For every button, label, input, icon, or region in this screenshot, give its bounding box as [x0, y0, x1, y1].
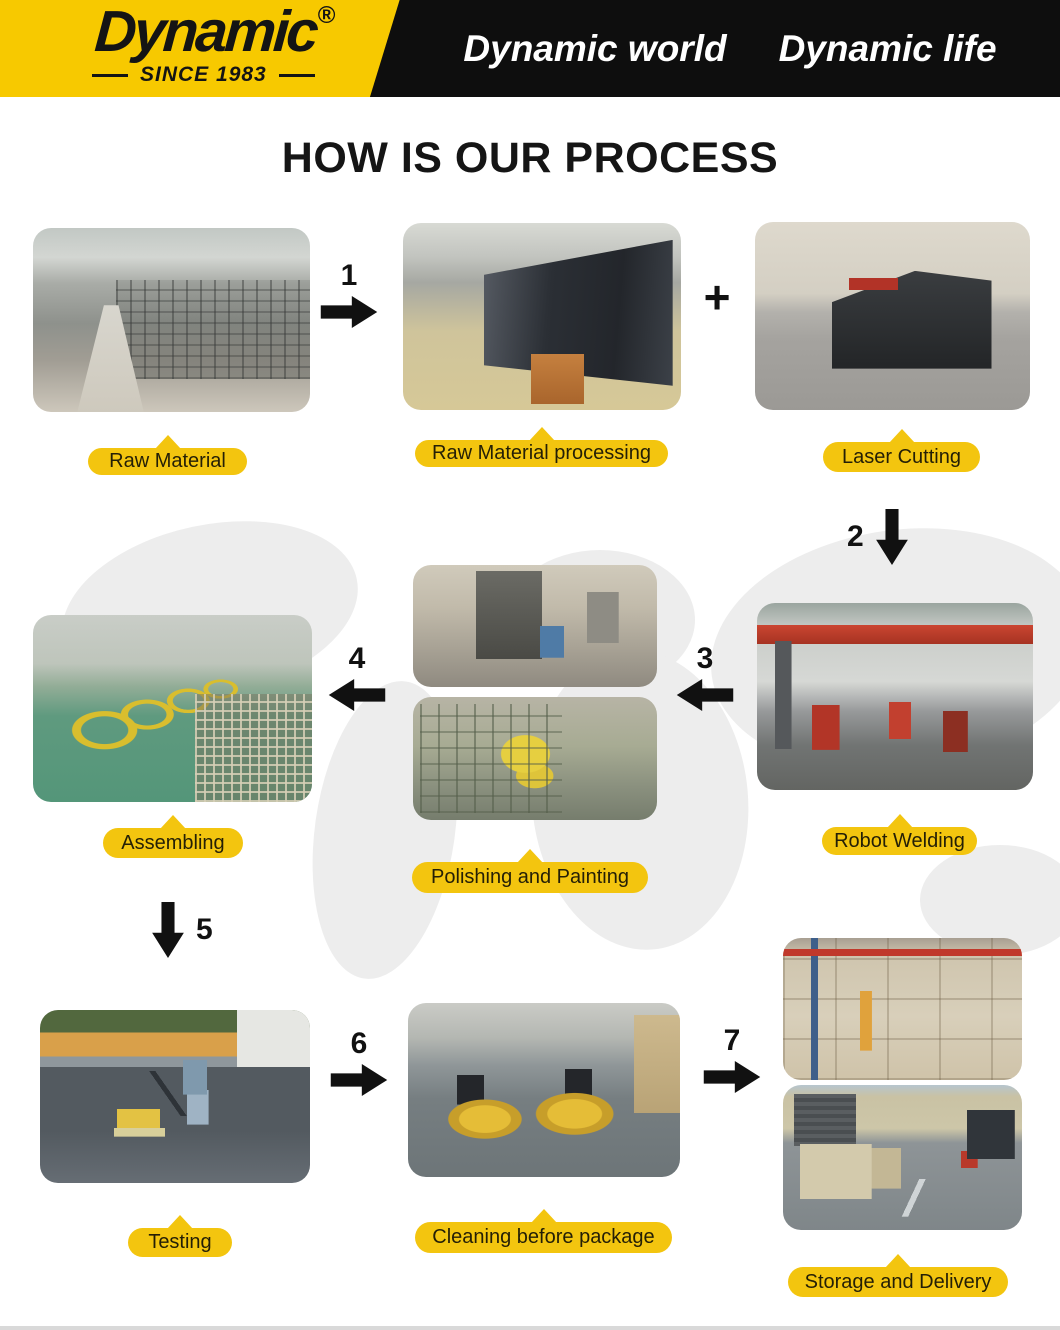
photo-painting [413, 697, 657, 820]
arrow-down-icon [152, 902, 184, 958]
flow-arrow-6: 6 [330, 1029, 388, 1096]
arrow-down-icon [875, 509, 908, 565]
step-number: 3 [696, 642, 714, 675]
step-label-cleaning-before-package: Cleaning before package [415, 1222, 672, 1253]
brand-name: Dynamic [92, 0, 319, 64]
since-text: SINCE 1983 [140, 63, 267, 86]
bottom-divider [0, 1326, 1060, 1330]
photo-robot-welding [757, 603, 1033, 790]
flow-arrow-2: 2 [847, 509, 908, 565]
flow-arrow-4: 4 [328, 644, 386, 711]
header-black-band [369, 0, 1060, 97]
step-number: 2 [847, 520, 864, 553]
header-banner: Dynamic® SINCE 1983 Dynamic world Dynami… [0, 0, 1060, 97]
photo-storage [783, 938, 1022, 1080]
arrow-right-icon [703, 1061, 761, 1093]
registered-trademark-icon: ® [317, 2, 336, 29]
plus-connector: + [703, 271, 731, 323]
dash-decoration [278, 73, 315, 77]
step-number: 4 [348, 642, 366, 675]
tagline-left: Dynamic world [463, 27, 727, 69]
step-label-assembling: Assembling [103, 828, 243, 858]
photo-polishing [413, 565, 657, 687]
flow-arrow-3: 3 [676, 644, 734, 711]
flow-arrow-7: 7 [703, 1026, 761, 1093]
photo-laser-cutting [755, 222, 1030, 410]
photo-assembling [33, 615, 312, 802]
flow-arrow-5: 5 [152, 902, 213, 958]
flow-arrow-1: 1 [320, 261, 378, 328]
step-label-robot-welding: Robot Welding [822, 827, 977, 855]
step-label-polishing-and-painting: Polishing and Painting [412, 862, 648, 893]
photo-raw-material [33, 228, 310, 412]
tagline: Dynamic world Dynamic life [410, 0, 1050, 97]
step-number: 5 [196, 913, 213, 946]
arrow-left-icon [676, 679, 734, 711]
photo-cleaning-before-package [408, 1003, 680, 1177]
step-number: 7 [723, 1024, 741, 1057]
page-title: HOW IS OUR PROCESS [281, 134, 779, 182]
tagline-right: Dynamic life [778, 27, 997, 69]
step-label-testing: Testing [128, 1228, 232, 1257]
photo-testing [40, 1010, 310, 1183]
step-label-raw-material: Raw Material [88, 448, 247, 475]
photo-raw-material-processing [403, 223, 681, 410]
arrow-left-icon [328, 679, 386, 711]
photo-delivery [783, 1085, 1022, 1230]
step-number: 1 [340, 259, 358, 292]
dash-decoration [92, 73, 128, 77]
arrow-right-icon [330, 1064, 388, 1096]
brand-logo: Dynamic® [92, 0, 336, 64]
step-label-raw-material-processing: Raw Material processing [415, 440, 668, 467]
step-label-storage-and-delivery: Storage and Delivery [788, 1267, 1008, 1297]
arrow-right-icon [320, 296, 378, 328]
since-row: SINCE 1983 [92, 63, 315, 87]
step-label-laser-cutting: Laser Cutting [823, 442, 980, 472]
step-number: 6 [350, 1027, 368, 1060]
